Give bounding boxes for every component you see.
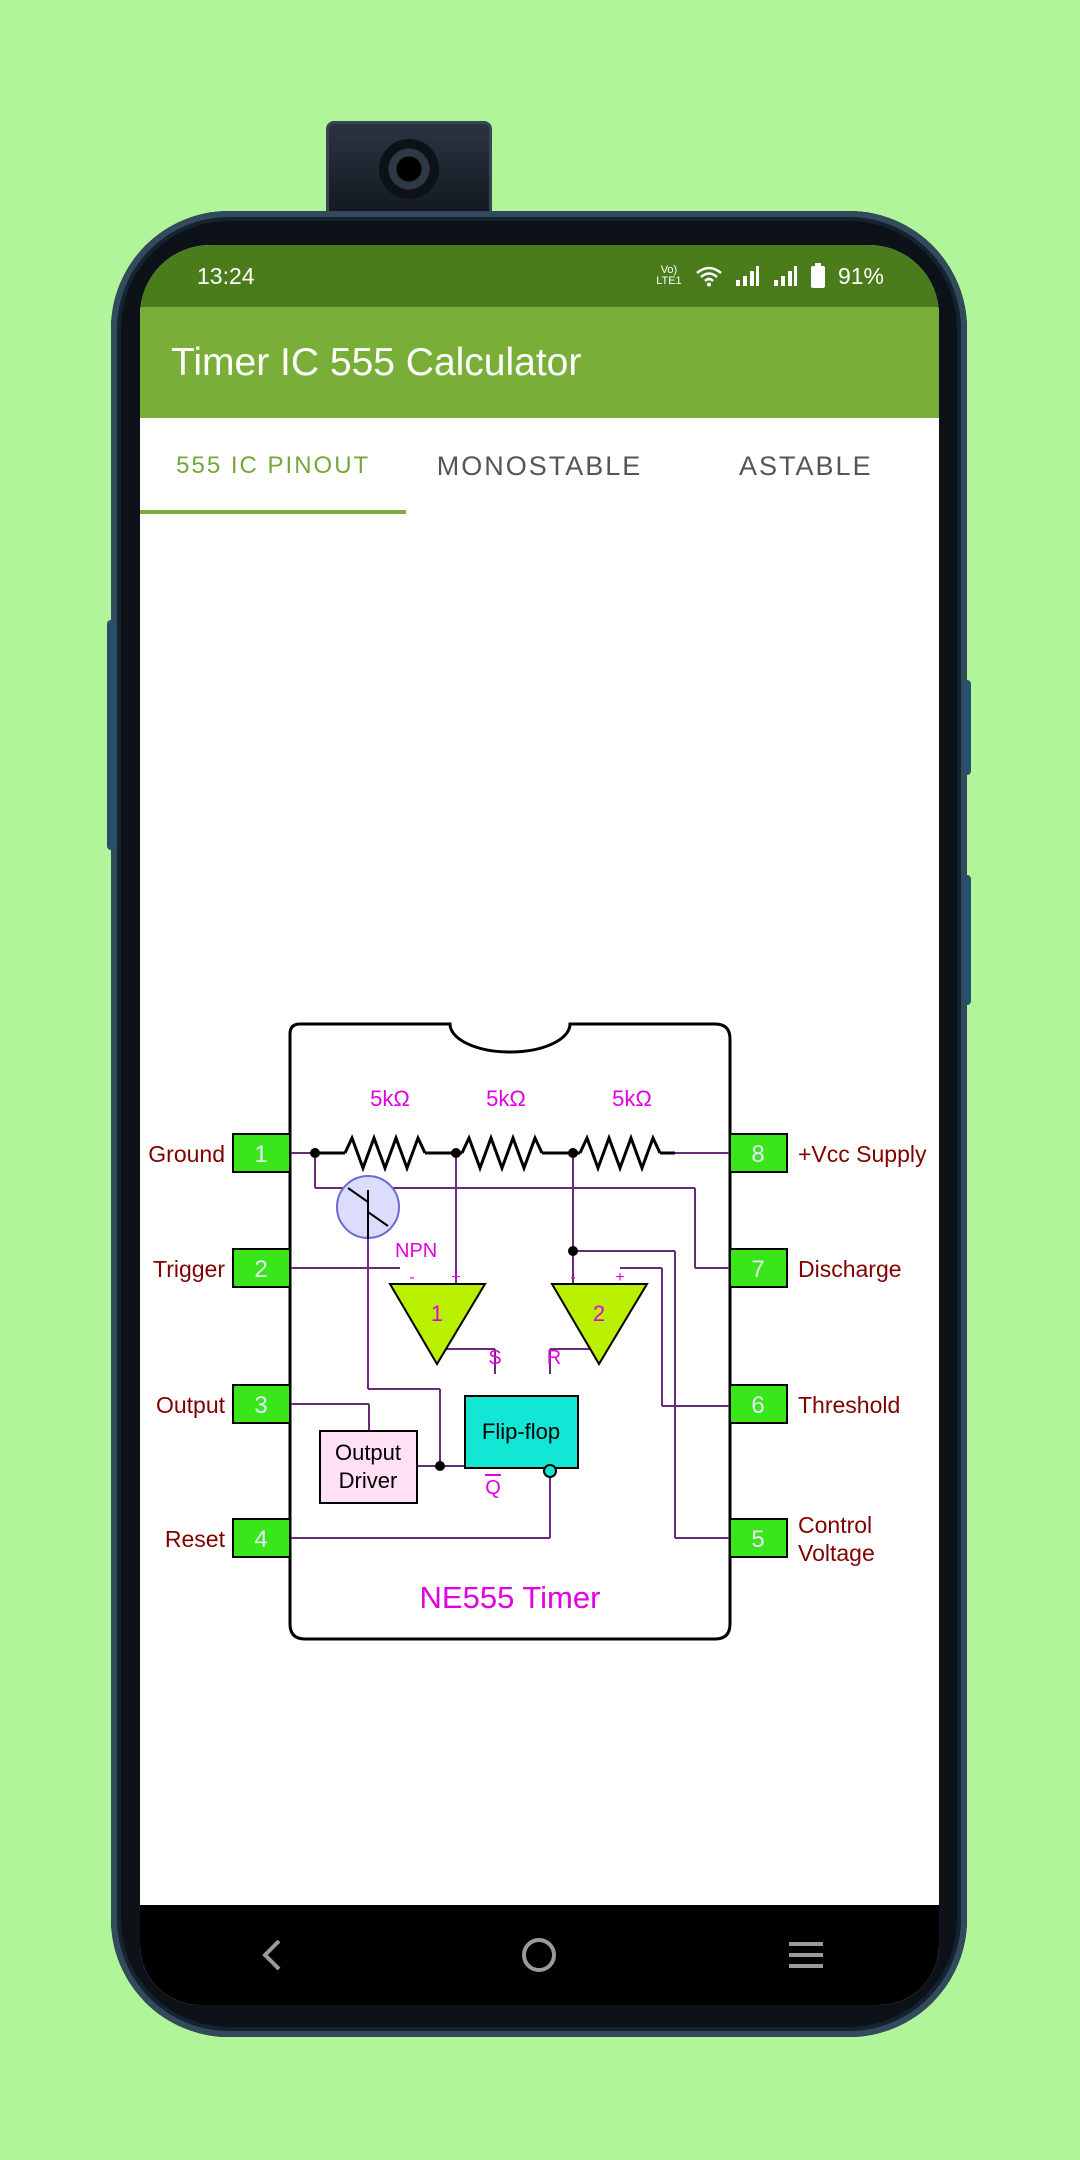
pin-8-number: 8 xyxy=(751,1141,764,1168)
output-driver-label-2: Driver xyxy=(339,1468,398,1493)
pin-6-number: 6 xyxy=(751,1392,764,1419)
resistor-1 xyxy=(343,1133,427,1173)
volte-icon: Vo) LTE1 xyxy=(656,264,682,287)
app-title: Timer IC 555 Calculator xyxy=(171,340,582,384)
volume-button xyxy=(107,620,115,850)
pin-2-label: Trigger xyxy=(153,1256,225,1282)
pin-6: 6 Threshold xyxy=(729,1384,900,1424)
node-dot xyxy=(435,1461,445,1471)
pin-2-number: 2 xyxy=(254,1256,267,1283)
comparator-1-minus: - xyxy=(409,1269,414,1286)
flipflop-s-label: S xyxy=(488,1347,501,1369)
comparator-2 xyxy=(550,1283,649,1366)
pin-7-number: 7 xyxy=(751,1256,764,1283)
wifi-icon xyxy=(696,266,722,287)
ne555-pinout-diagram: 5kΩ 5kΩ 5kΩ NPN 1 - + 2 - + S R xyxy=(148,1022,927,1641)
node-dot xyxy=(451,1148,461,1158)
flipflop-label: Flip-flop xyxy=(482,1419,560,1444)
status-icons: Vo) LTE1 91% xyxy=(654,263,884,290)
tab-astable[interactable]: ASTABLE xyxy=(739,450,873,481)
resistor-label-1: 5kΩ xyxy=(370,1086,410,1111)
pin-7: 7 Discharge xyxy=(729,1248,902,1288)
pin-1: 1 Ground xyxy=(148,1133,291,1173)
battery-icon xyxy=(810,263,825,288)
signal-icon-2 xyxy=(773,266,797,286)
tab-monostable[interactable]: MONOSTABLE xyxy=(436,450,643,481)
back-icon[interactable] xyxy=(253,1935,293,1975)
pin-4: 4 Reset xyxy=(165,1518,291,1558)
screen: 13:24 Vo) LTE1 91% Timer IC xyxy=(140,245,939,2005)
navigation-bar xyxy=(140,1905,939,2005)
flipflop-block xyxy=(464,1395,579,1469)
circuit-wiring xyxy=(290,1152,730,1539)
pin-8: 8 +Vcc Supply xyxy=(729,1133,927,1173)
pinout-content: 5kΩ 5kΩ 5kΩ NPN 1 - + 2 - + S R xyxy=(140,514,939,1905)
flipflop-reset-bubble xyxy=(543,1464,557,1478)
pin-5-label: Control xyxy=(798,1512,872,1538)
pin-3-number: 3 xyxy=(254,1392,267,1419)
npn-transistor xyxy=(336,1175,400,1239)
pin-1-label: Ground xyxy=(148,1141,225,1167)
status-time: 13:24 xyxy=(197,262,255,289)
pin-1-number: 1 xyxy=(254,1141,267,1168)
camera-lens-icon xyxy=(379,139,439,200)
side-key xyxy=(963,875,971,1005)
output-driver-label-1: Output xyxy=(335,1440,401,1465)
comparator-1-label: 1 xyxy=(431,1301,443,1326)
tab-555-ic-pinout[interactable]: 555 IC PINOUT xyxy=(140,418,407,514)
comparator-2-label: 2 xyxy=(593,1301,605,1326)
recents-icon[interactable] xyxy=(786,1935,826,1975)
resistor-label-3: 5kΩ xyxy=(612,1086,652,1111)
status-bar: 13:24 Vo) LTE1 91% xyxy=(140,245,939,307)
pin-8-label: +Vcc Supply xyxy=(798,1141,927,1167)
pin-6-label: Threshold xyxy=(798,1392,900,1418)
power-button xyxy=(963,680,971,775)
resistor-2 xyxy=(460,1133,544,1173)
comparator-1-plus: + xyxy=(451,1269,460,1286)
pin-3: 3 Output xyxy=(156,1384,291,1424)
comparator-1 xyxy=(388,1283,487,1366)
resistor-label-2: 5kΩ xyxy=(486,1086,526,1111)
pin-4-number: 4 xyxy=(254,1526,267,1553)
output-driver-block xyxy=(319,1430,418,1504)
pin-5-number: 5 xyxy=(751,1526,764,1553)
home-icon[interactable] xyxy=(519,1935,559,1975)
pin-3-label: Output xyxy=(156,1392,226,1418)
node-dot xyxy=(310,1148,320,1158)
flipflop-q-label: Q xyxy=(485,1477,501,1499)
diagram-title: NE555 Timer xyxy=(420,1580,601,1615)
pin-7-label: Discharge xyxy=(798,1256,902,1282)
node-dot xyxy=(568,1246,578,1256)
pin-5: 5 Control Voltage xyxy=(729,1512,875,1566)
battery-level: 91% xyxy=(837,262,884,289)
popup-camera xyxy=(326,121,492,221)
signal-icon xyxy=(735,266,759,286)
pin-4-label: Reset xyxy=(165,1526,226,1552)
flipflop-r-label: R xyxy=(547,1347,561,1369)
comparator-2-minus: - xyxy=(570,1269,575,1286)
pin-2: 2 Trigger xyxy=(153,1248,291,1288)
resistor-3 xyxy=(578,1133,662,1173)
app-bar: Timer IC 555 Calculator xyxy=(140,307,939,418)
comparator-2-plus: + xyxy=(615,1269,624,1286)
node-dot xyxy=(568,1148,578,1158)
transistor-label: NPN xyxy=(395,1240,437,1262)
tab-bar: 555 IC PINOUT MONOSTABLE ASTABLE xyxy=(140,418,939,514)
ic-body xyxy=(288,1022,732,1641)
pin-5-label-2: Voltage xyxy=(798,1540,875,1566)
